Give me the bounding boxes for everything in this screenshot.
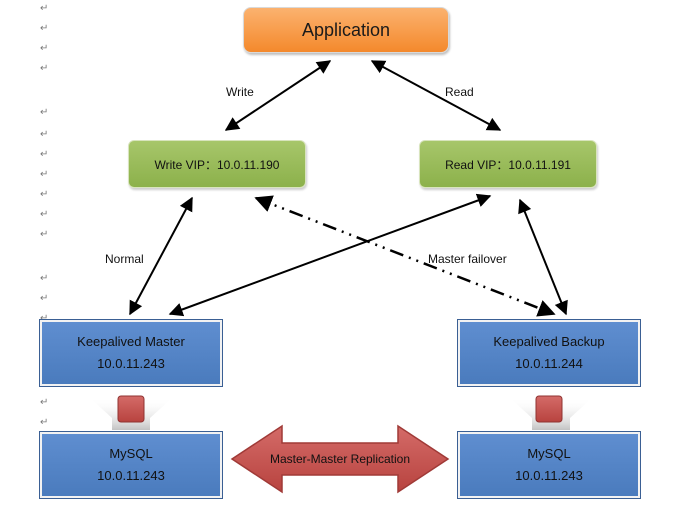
mysql-left-ip: 10.0.11.243 [97,468,165,483]
mysql-right-ip: 10.0.11.243 [515,468,583,483]
write-vip-label: Write VIP：10.0.11.190 [154,157,280,172]
keepalived-master-title: Keepalived Master [77,334,185,349]
paragraph-mark: ↵ [40,209,49,220]
left-down-connector-icon [90,395,172,430]
read-arrow [370,60,502,131]
keepalived-backup-title: Keepalived Backup [493,334,605,349]
application-label: Application [301,19,391,40]
paragraph-mark: ↵ [40,189,49,200]
paragraph-mark: ↵ [40,23,49,34]
write-edge-label: Write [226,85,254,99]
paragraph-mark: ↵ [40,273,49,284]
paragraph-mark: ↵ [40,293,49,304]
right-down-connector-icon [510,395,592,430]
mysql-left-node: MySQL 10.0.11.243 [39,431,223,499]
read-vip-label: Read VIP：10.0.11.191 [445,157,571,172]
paragraph-mark: ↵ [40,313,49,324]
paragraph-mark: ↵ [40,229,49,240]
backup-to-read-vip-arrow [518,198,568,316]
write-vip-node: Write VIP：10.0.11.190 [128,140,306,188]
mysql-right-title: MySQL [527,446,571,461]
keepalived-backup-node: Keepalived Backup 10.0.11.244 [457,319,641,387]
mysql-right-node: MySQL 10.0.11.243 [457,431,641,499]
failover-edge-label: Master failover [428,252,507,266]
paragraph-mark: ↵ [40,43,49,54]
keepalived-master-node: Keepalived Master 10.0.11.243 [39,319,223,387]
normal-edge-label: Normal [105,252,144,266]
replication-label: Master-Master Replication [269,452,411,466]
write-arrow [224,60,332,131]
paragraph-mark: ↵ [40,149,49,160]
read-vip-node: Read VIP：10.0.11.191 [419,140,597,188]
keepalived-master-ip: 10.0.11.243 [97,356,165,371]
paragraph-mark: ↵ [40,129,49,140]
paragraph-mark: ↵ [40,397,49,408]
keepalived-backup-ip: 10.0.11.244 [515,356,583,371]
read-edge-label: Read [445,85,474,99]
paragraph-mark: ↵ [40,417,49,428]
paragraph-mark: ↵ [40,63,49,74]
paragraph-mark: ↵ [40,169,49,180]
mysql-left-title: MySQL [109,446,153,461]
replication-double-arrow-icon [230,424,450,494]
paragraph-mark: ↵ [40,107,49,118]
application-node: Application [243,7,449,53]
failover-dashed-arrow [254,195,556,317]
paragraph-mark: ↵ [40,3,49,14]
